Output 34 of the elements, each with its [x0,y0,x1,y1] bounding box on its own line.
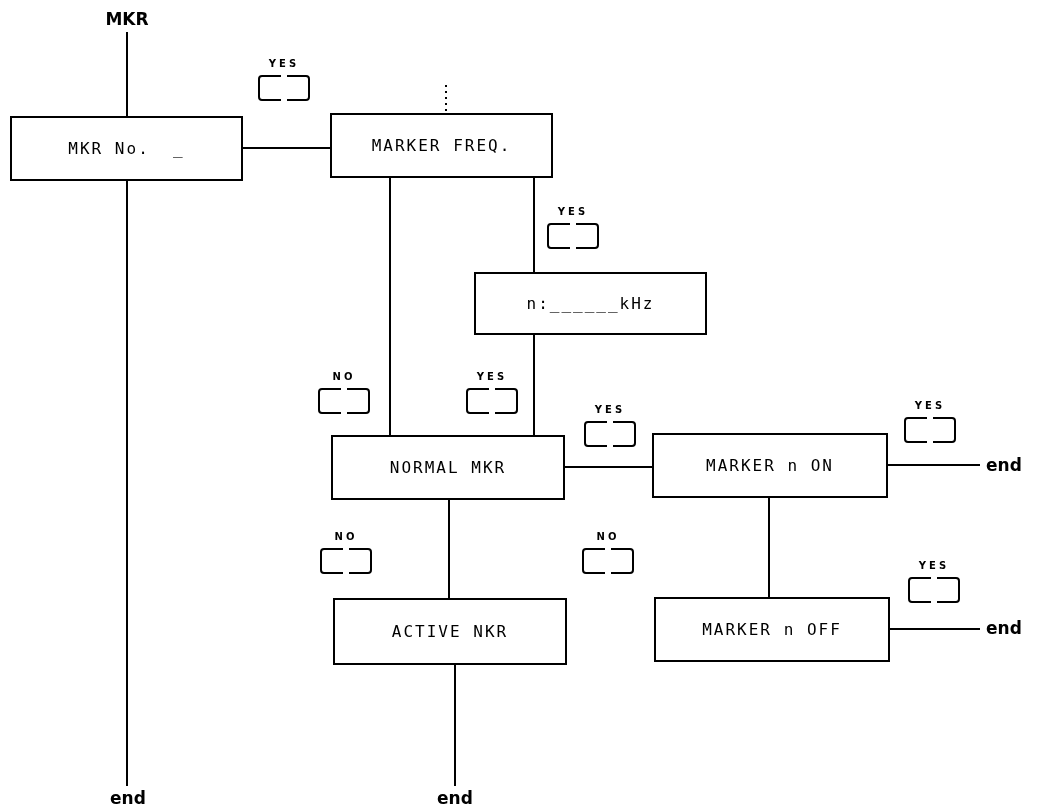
flow-label: MKR [100,6,154,32]
connector-line [564,466,653,468]
flow-label: end [106,786,150,810]
flow-label: end [980,453,1028,477]
connector-line [454,664,456,787]
connector-line [887,464,981,466]
flow-label: end [980,616,1028,640]
connector-line [889,628,981,630]
connector-line [533,177,535,273]
menu-box: NORMAL MKR [331,435,565,500]
menu-box: ACTIVE NKR [333,598,567,665]
key-label: YES [918,560,950,571]
key-label: YES [476,371,508,382]
menu-box: MKR No. _ [10,116,243,181]
flow-label: end [433,786,477,810]
connector-line [448,499,450,599]
menu-box: MARKER FREQ. [330,113,553,178]
connector-line [768,497,770,598]
connector-line [242,147,331,149]
connector-line [126,180,128,787]
menu-box: MARKER n OFF [654,597,890,662]
connector-line [533,334,535,436]
key-label: NO [596,531,620,542]
key-label: YES [268,58,300,69]
connector-line [389,177,391,436]
menu-box: MARKER n ON [652,433,888,498]
menu-box: n:______kHz [474,272,707,335]
connector-line [126,31,128,117]
dotted-line [445,84,447,114]
key-label: YES [594,404,626,415]
key-label: NO [332,371,356,382]
key-label: YES [914,400,946,411]
key-label: NO [334,531,358,542]
key-label: YES [557,206,589,217]
